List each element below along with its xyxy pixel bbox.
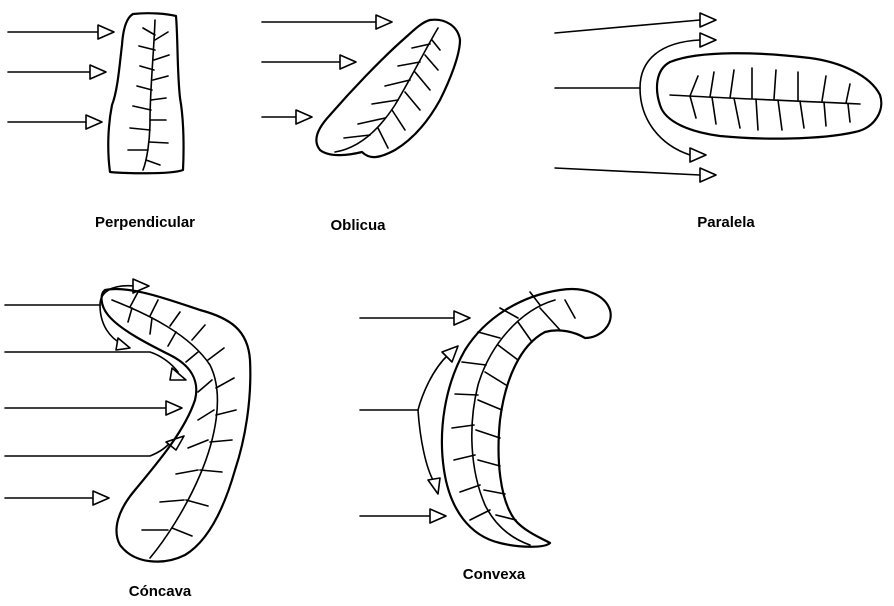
arrow [555,13,716,33]
oblicua-leaf [316,20,460,157]
perpendicular-caption: Perpendicular [95,214,195,231]
paralela-panel: Paralela [555,13,881,231]
arrow [5,491,109,505]
oblicua-panel: Oblicua [262,15,460,234]
arrow [8,115,102,129]
paralela-leaf [657,53,881,138]
convexa-arrows [360,311,470,523]
arrow [640,88,706,162]
arrow [262,15,392,29]
concava-arrows [5,279,186,505]
arrow [262,55,356,69]
arrow [418,410,440,494]
perpendicular-arrows [8,25,114,129]
concava-caption: Cóncava [129,583,192,600]
arrow [5,436,184,456]
convexa-panel: Convexa [360,289,611,583]
perpendicular-leaf [108,13,183,173]
arrow [5,401,182,415]
convexa-caption: Convexa [463,566,526,583]
arrow [360,311,470,325]
concava-panel: Cóncava [5,279,250,600]
arrow [8,65,106,79]
arrow [5,352,186,380]
arrow [8,25,114,39]
convexa-leaf [442,289,611,547]
arrow [360,509,446,523]
paralela-arrows [555,13,716,182]
perpendicular-panel: Perpendicular [8,13,195,231]
arrow [5,279,149,305]
paralela-caption: Paralela [697,214,755,231]
arrow [555,168,716,182]
arrow [555,33,716,88]
arrow [360,346,458,410]
oblicua-caption: Oblicua [330,217,386,234]
concava-leaf [102,289,251,562]
arrow [262,110,312,124]
